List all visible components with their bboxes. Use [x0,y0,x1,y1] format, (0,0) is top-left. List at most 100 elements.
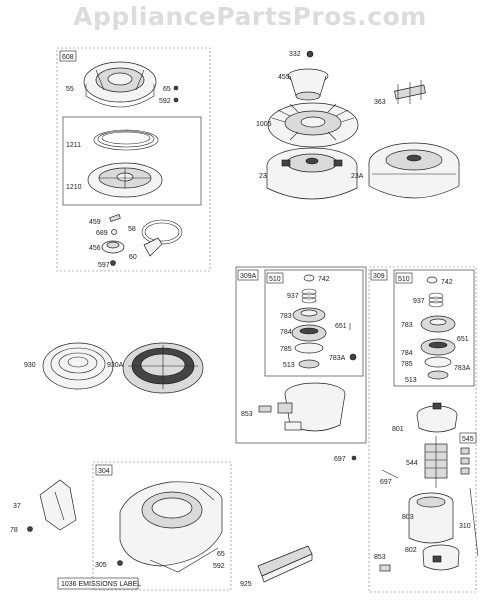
label-689: 689 [96,230,108,237]
label-1211: 1211 [66,142,81,149]
group-309-border [368,266,477,593]
group-510-right-border [393,269,475,387]
screw-78-part[interactable] [27,526,33,532]
label-930: 930 [24,362,36,369]
label-310: 310 [459,523,471,530]
rod-310-part[interactable] [469,487,479,557]
label-597: 597 [98,262,110,269]
ratchet-456-part[interactable] [101,240,125,254]
end-cap-802-part[interactable] [422,544,460,571]
label-23: 23 [259,173,267,180]
label-37: 37 [13,503,21,510]
group-309A-border [235,266,367,444]
gear-783-right-part[interactable] [420,315,456,333]
label-455: 455 [278,74,290,81]
label-60: 60 [129,254,137,261]
screw-597-part[interactable] [110,260,116,266]
terminal-853-left-part[interactable] [258,405,272,413]
gear-783A-left-part[interactable] [349,353,357,361]
group-510-right-label: 510 [398,276,410,283]
guard-37-part[interactable] [39,479,77,531]
label-785-right: 785 [401,361,413,368]
group-304-label: 304 [98,468,110,475]
pawl-459-part[interactable] [109,213,121,223]
bolt-697-right-part[interactable] [381,469,399,479]
label-78: 78 [10,527,18,534]
rope-58-part[interactable] [141,219,183,245]
starter-motor-left-part[interactable] [277,382,346,432]
rewind-assembly-box [62,116,202,206]
label-58: 58 [128,226,136,233]
spring-689-part[interactable] [111,229,117,235]
terminal-853-right-part[interactable] [379,564,391,572]
starter-housing-part[interactable] [83,61,157,108]
label-785-left: 785 [280,346,292,353]
group-309-tag [370,269,388,281]
label-783A-right: 783A [454,365,471,372]
group-510-left-tag [266,272,284,284]
cap-742-left-part[interactable] [303,274,315,282]
clutch-784-left-part[interactable] [291,324,327,342]
gear-783-left-part[interactable] [292,307,326,323]
blower-housing-part[interactable] [119,481,223,573]
label-1210: 1210 [66,184,82,191]
group-545-label: 545 [462,436,474,443]
nut-332-part[interactable] [306,50,314,58]
label-651-left: 651 [335,323,347,330]
group-608-border [56,47,211,272]
washer-592-part[interactable] [173,97,179,103]
label-783A-left: 783A [329,355,346,362]
label-513-right: 513 [405,377,417,384]
end-cap-801-part[interactable] [416,402,458,433]
group-510-left-label: 510 [269,276,281,283]
cap-742-right-part[interactable] [426,276,438,284]
bracket-363-part[interactable] [394,80,426,104]
handle-60-part[interactable] [143,237,163,257]
label-1005: 1005 [256,121,272,128]
retainer-785-left-part[interactable] [294,342,324,354]
clutch-784-right-part[interactable] [420,338,456,356]
bolt-697-mid-part[interactable] [351,455,357,461]
shield-925-part[interactable] [257,545,313,583]
flywheel-23-part[interactable] [266,147,358,200]
emissions-label-box [57,577,139,590]
label-513-left: 513 [283,362,295,369]
armature-544-part[interactable] [424,436,448,488]
label-697-mid: 697 [334,456,346,463]
group-304-border [92,461,232,591]
screen-930A-part[interactable] [122,342,204,394]
group-545-tag [459,432,477,444]
label-802: 802 [405,547,417,554]
brushes-545-part[interactable] [460,447,470,475]
label-784-right: 784 [401,350,413,357]
label-55: 55 [66,86,74,93]
retainer-785-right-part[interactable] [424,356,452,368]
label-697-right: 697 [380,479,392,486]
label-544: 544 [406,460,418,467]
housing-803-part[interactable] [408,492,454,544]
rewind-spring-part[interactable] [93,129,159,151]
group-510-right-tag [395,272,413,284]
emissions-label-text: 1036 EMISSIONS LABEL [61,581,141,588]
spring-937-left-part[interactable] [301,288,317,304]
label-363: 363 [374,99,386,106]
fan-1005-part[interactable] [267,102,359,148]
fan-cup-455-part[interactable] [287,68,329,101]
spring-937-right-part[interactable] [428,292,444,308]
label-305: 305 [95,562,107,569]
screw-305-part[interactable] [117,560,123,566]
group-608-label: 608 [62,54,74,61]
screen-930-part[interactable] [42,342,114,390]
group-304-tag [95,464,113,476]
screw-65-part[interactable] [173,85,179,91]
group-510-left-border [264,269,364,377]
label-853-left: 853 [241,411,253,418]
label-801: 801 [392,426,404,433]
label-783-right: 783 [401,322,413,329]
label-937-right: 937 [413,298,425,305]
rewind-pulley-part[interactable] [87,162,163,198]
washer-513-left-part[interactable] [298,359,320,369]
washer-513-right-part[interactable] [427,370,449,380]
flywheel-23A-part[interactable] [368,142,460,199]
